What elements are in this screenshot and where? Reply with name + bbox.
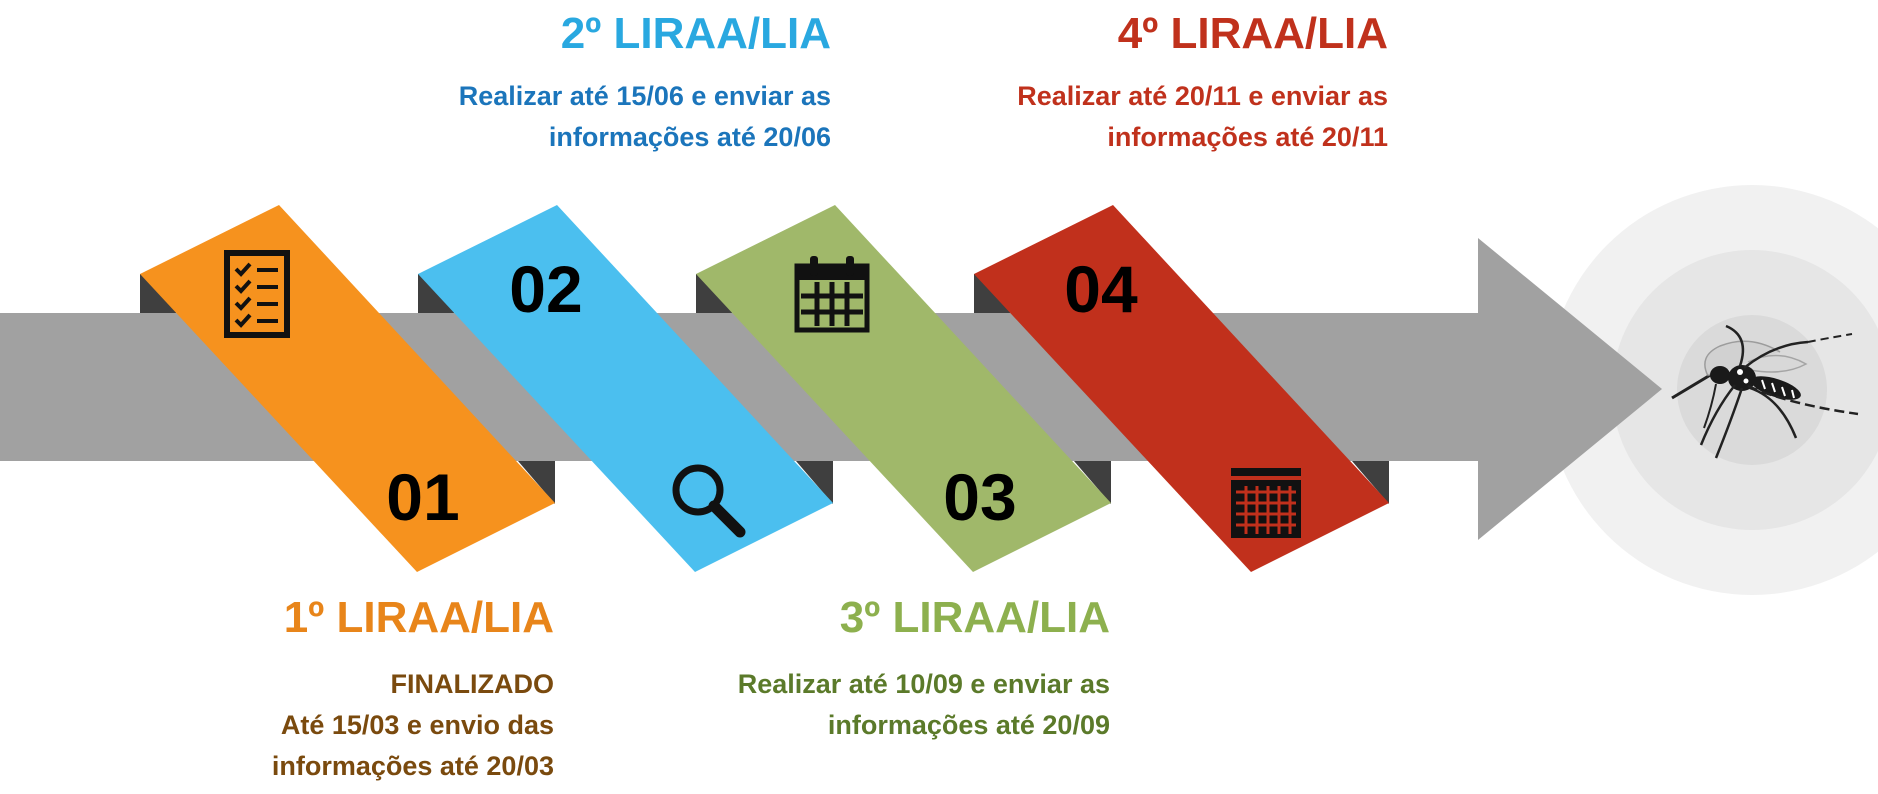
timeline-arrow-head [1478,238,1662,540]
step-ribbon-01 [140,205,555,572]
step-title-01: 1º LIRAA/LIA [283,593,554,642]
step-title-02: 2º LIRAA/LIA [560,9,831,58]
step-description-01: FINALIZADO Até 15/03 e envio das informa… [272,664,554,787]
step-04-line-2: informações até 20/11 [1107,122,1388,152]
step-description-02: Realizar até 15/06 e enviar as informaçõ… [459,76,831,158]
calendar-grid-icon [1231,468,1301,538]
step-01-line-2: Até 15/03 e envio das [280,710,554,740]
step-title-03: 3º LIRAA/LIA [839,593,1110,642]
step-03-line-2: informações até 20/09 [827,710,1110,740]
step-number-04: 04 [1064,252,1138,326]
step-number-03: 03 [943,460,1016,534]
step-description-04: Realizar até 20/11 e enviar as informaçõ… [1017,76,1388,158]
checklist-icon [224,250,290,338]
magnifier-icon [672,464,746,538]
step-title-04: 4º LIRAA/LIA [1117,9,1388,58]
step-01-line-1: FINALIZADO [390,669,554,699]
step-01-line-3: informações até 20/03 [271,751,554,781]
step-number-02: 02 [509,252,582,326]
step-02-line-1: Realizar até 15/06 e enviar as [458,81,831,111]
step-ribbon-02 [418,205,833,572]
mosquito-icon [1671,324,1859,459]
step-04-line-1: Realizar até 20/11 e enviar as [1017,81,1388,111]
step-number-01: 01 [386,460,459,534]
step-02-line-2: informações até 20/06 [548,122,831,152]
step-03-line-1: Realizar até 10/09 e enviar as [737,669,1110,699]
step-description-03: Realizar até 10/09 e enviar as informaçõ… [738,664,1110,746]
calendar-icon [794,256,870,333]
step-ribbon-03 [696,205,1111,572]
